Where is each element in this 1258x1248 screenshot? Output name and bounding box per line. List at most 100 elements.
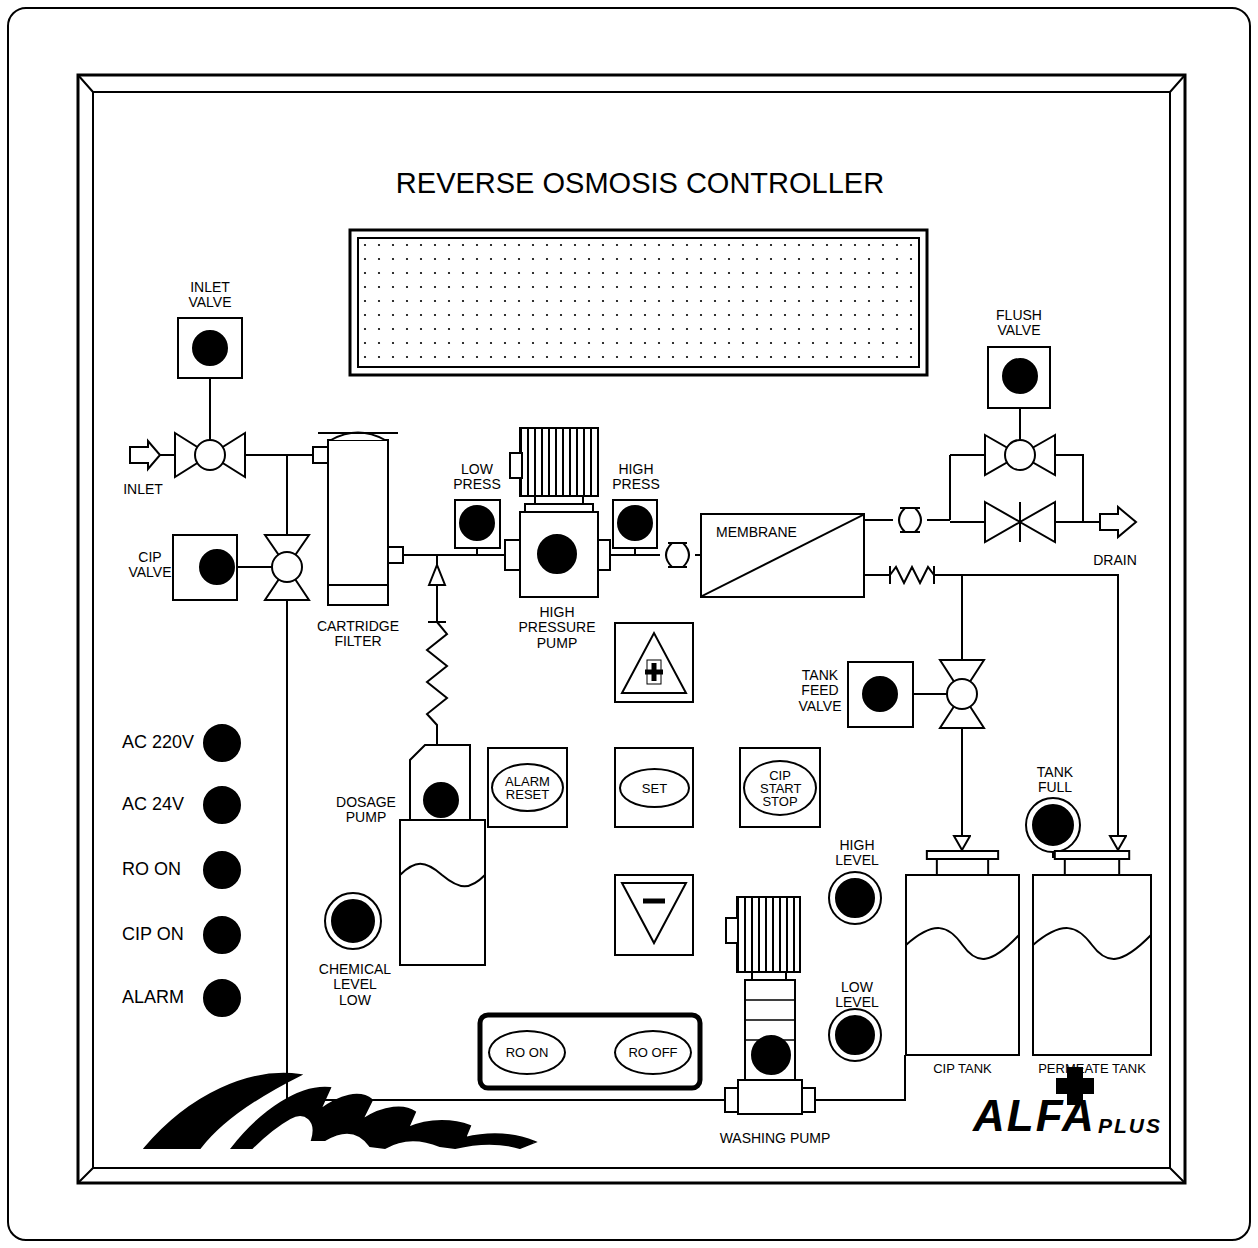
led-box [988,347,1050,408]
filter-group [313,433,403,606]
level-indicator [829,1009,881,1061]
push-button: RO ON [488,1030,566,1075]
part-label: HIGH LEVEL [832,838,882,869]
part-label: CHEMICAL LEVEL LOW [317,962,393,1008]
led-box [848,662,913,727]
led [204,725,240,761]
dosage-pump-head [410,745,470,820]
pipe [610,554,700,556]
pump-coupling [752,972,786,980]
led-box [455,500,500,548]
frame-bevel [78,75,1185,1183]
pump-flange [725,1088,738,1112]
part-label: LOW PRESS [452,462,502,493]
led [200,550,234,584]
pump-motor [520,428,598,496]
part-label: HIGH PRESSURE PUMP [517,605,597,651]
tank-cap [927,851,998,859]
valve-actuator [195,440,225,470]
key-frame [615,623,693,702]
plus-outline [647,660,661,684]
filter-body [328,440,388,605]
needle-valve [985,502,1055,542]
pipe-connector [865,575,1118,850]
liquid-level [1033,928,1151,959]
liquid-level [906,928,1019,959]
led [424,783,458,817]
display-matrix [358,238,919,367]
led [204,917,240,953]
valve-stem [1019,408,1021,440]
pipe-connector [865,575,962,850]
part-label: INLET [123,482,163,497]
indicator-label: CIP ON [122,925,184,945]
indicator-label: AC 24V [122,795,184,815]
pipe [865,455,1100,522]
valve-actuator [947,679,977,709]
pipe [403,554,505,556]
storage-tank: CIP TANK [905,850,1020,1085]
needle-stem [1019,502,1021,542]
led [204,980,240,1016]
liquid-level [400,864,485,887]
button-text: ALARM RESET [502,775,554,801]
push-button: CIP START STOP [743,760,817,816]
tank-neck [937,859,988,875]
led [538,535,576,573]
pump-box [510,453,522,478]
led [332,900,374,942]
led [836,879,874,917]
pump-base [738,1080,802,1114]
panel-title: REVERSE OSMOSIS CONTROLLER [396,168,884,200]
logo-text: PLUS [1098,1114,1162,1137]
key-frame [488,748,567,827]
frame-outer [78,75,1185,1183]
pump-flange [802,1088,815,1112]
part-label: DOSAGE PUMP [331,795,401,826]
tank-cap [1055,851,1129,859]
tap [634,548,636,555]
tank-body [906,875,1019,1055]
filter-outlet [388,547,403,563]
key-frame [740,748,820,827]
led-box [613,500,657,548]
push-button: RO OFF [614,1030,692,1075]
level-indicator [325,893,381,949]
logo-swoosh [232,1088,535,1148]
led-box [178,318,242,378]
minus-sign [643,899,665,904]
led [1033,805,1073,845]
led [836,1016,874,1054]
led [1003,359,1037,393]
button-text: RO OFF [628,1046,677,1059]
tap [476,548,478,555]
up-key [622,633,686,693]
valve-stem [209,378,211,440]
part-label: TANK FEED VALVE [795,668,845,714]
part-label: CIP VALVE [125,550,175,581]
pump-box [726,918,738,943]
filter-shape [303,425,413,615]
down-key [622,883,686,943]
pump-coupling [525,504,593,512]
ro-key-frame [480,1015,700,1088]
membrane-line [702,515,863,596]
part-label: HIGH PRESS [611,462,661,493]
storage-tank: PERMEATE TANK [1032,850,1152,1085]
part-label: WASHING PUMP [720,1131,831,1146]
valve-body [985,435,1055,475]
led [752,1036,790,1074]
logo-text: ALFA [973,1092,1096,1140]
push-button: ALARM RESET [491,763,564,812]
button-text: CIP START STOP [760,769,800,808]
coupling [899,508,921,532]
fitting-ground [886,566,938,584]
key-frame [615,875,693,955]
button-text: RO ON [506,1046,549,1059]
pump-motor [737,897,800,972]
cartridge-filter: CARTRIDGE FILTER [303,425,413,660]
pump-motor [737,897,800,972]
tank-group [906,851,1019,1055]
tank-group [1033,851,1151,1055]
